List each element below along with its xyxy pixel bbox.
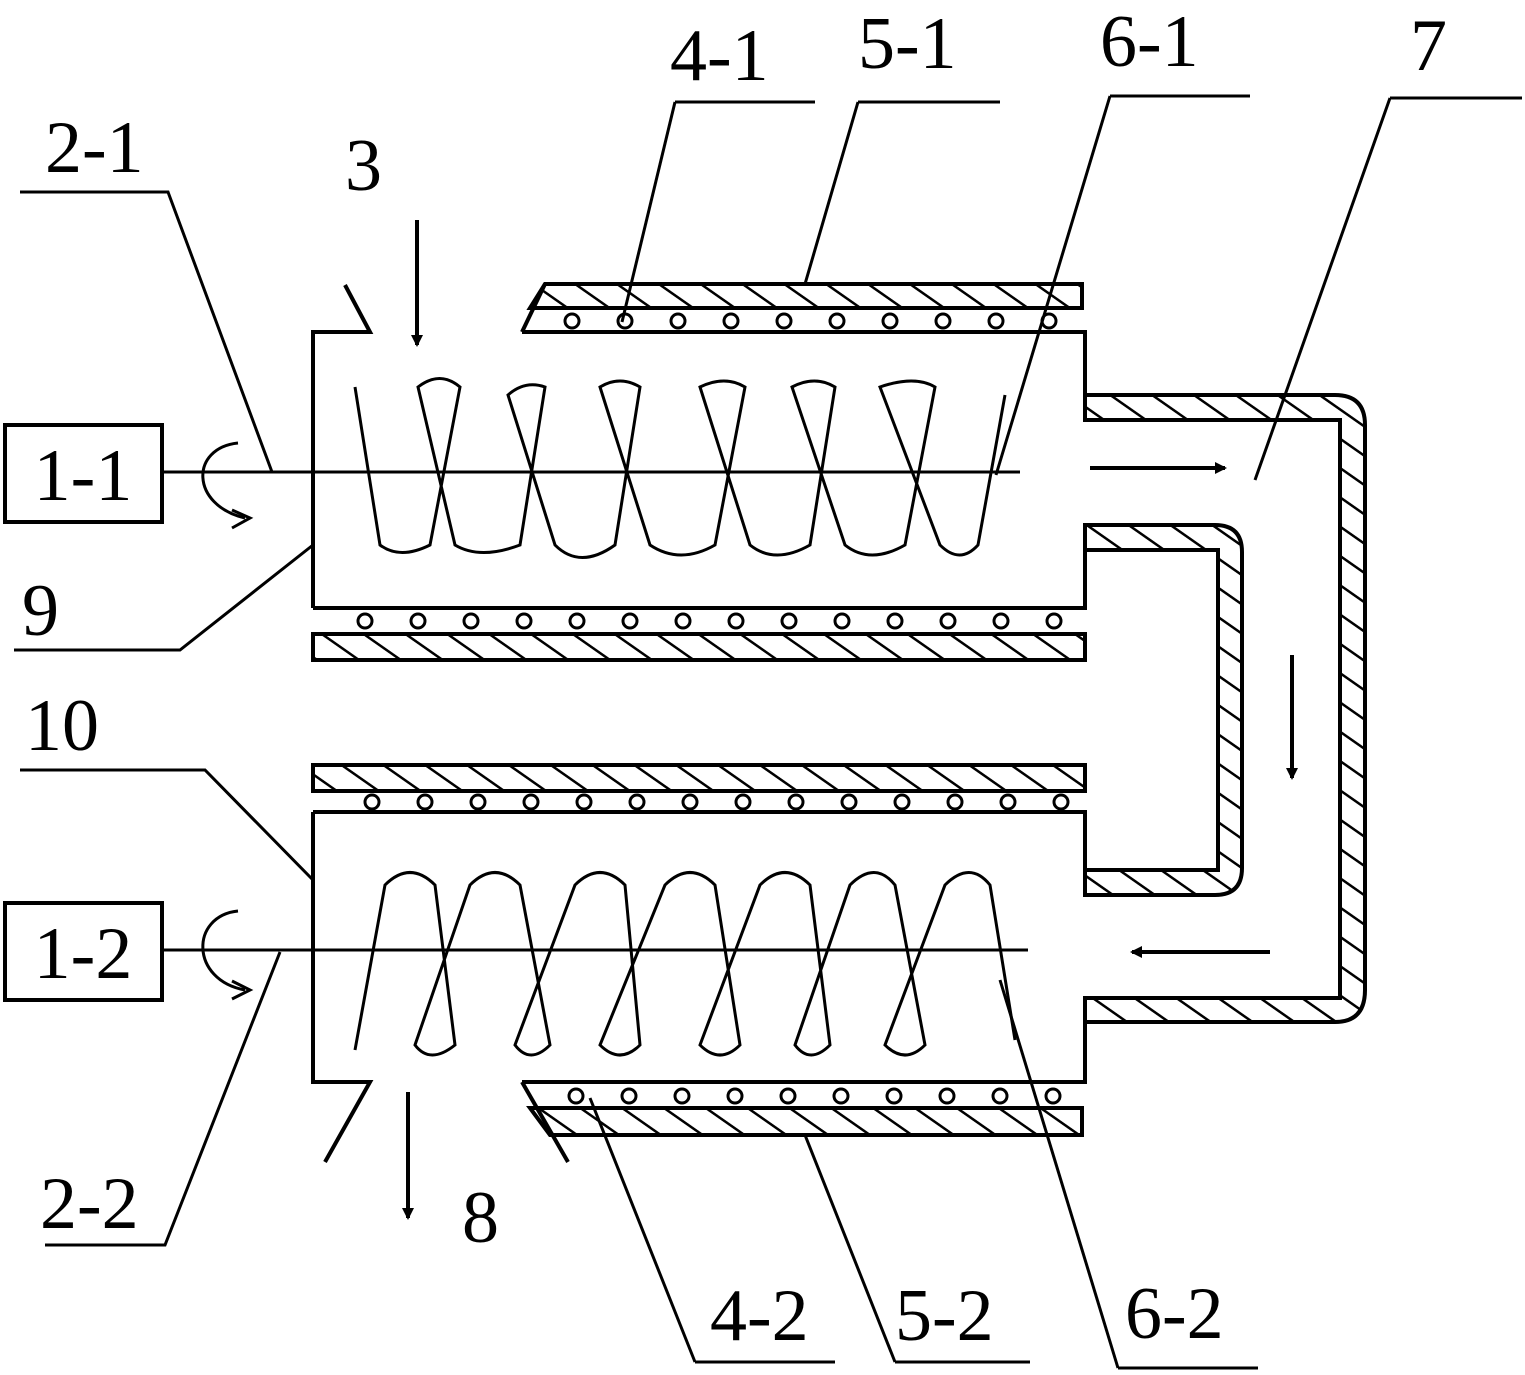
rotation-arrow-bottom [201,909,254,1001]
barrel-bottom-label: 10 [25,685,99,767]
heater-bottom-label: 4-2 [710,1275,809,1357]
leader-lines [14,94,1522,1370]
feed-inlet-label: 3 [345,125,382,207]
transfer-pipe-label: 7 [1410,5,1447,87]
screw-bottom [353,871,1017,1057]
jacket-top-label: 5-1 [858,3,957,85]
motor-top-label: 1-1 [34,435,133,517]
jacket-bottom-upper [311,763,1087,793]
jacket-top-lower [311,632,1087,662]
transfer-pipe [1083,393,1367,1024]
jacket-bottom-label: 5-2 [895,1275,994,1357]
rotation-arrow-top [201,441,254,530]
shaft-bottom-label: 2-2 [40,1163,139,1245]
screw-top [353,377,1007,559]
jacket-bottom [520,1081,1084,1163]
discharge-outlet-label: 8 [462,1177,499,1259]
screw-bottom-label: 6-2 [1125,1273,1224,1355]
heater-bottom-coils [363,793,1070,1105]
barrel-top-label: 9 [22,570,59,652]
screw-top-label: 6-1 [1100,1,1199,83]
barrel-bottom [311,810,1087,1163]
shaft-top-label: 2-1 [45,107,144,189]
heater-top-coils [356,312,1063,630]
heater-top-label: 4-1 [670,15,769,97]
motor-bottom-label: 1-2 [34,913,133,995]
jacket-top [520,282,1084,333]
barrel-top [311,284,1087,610]
